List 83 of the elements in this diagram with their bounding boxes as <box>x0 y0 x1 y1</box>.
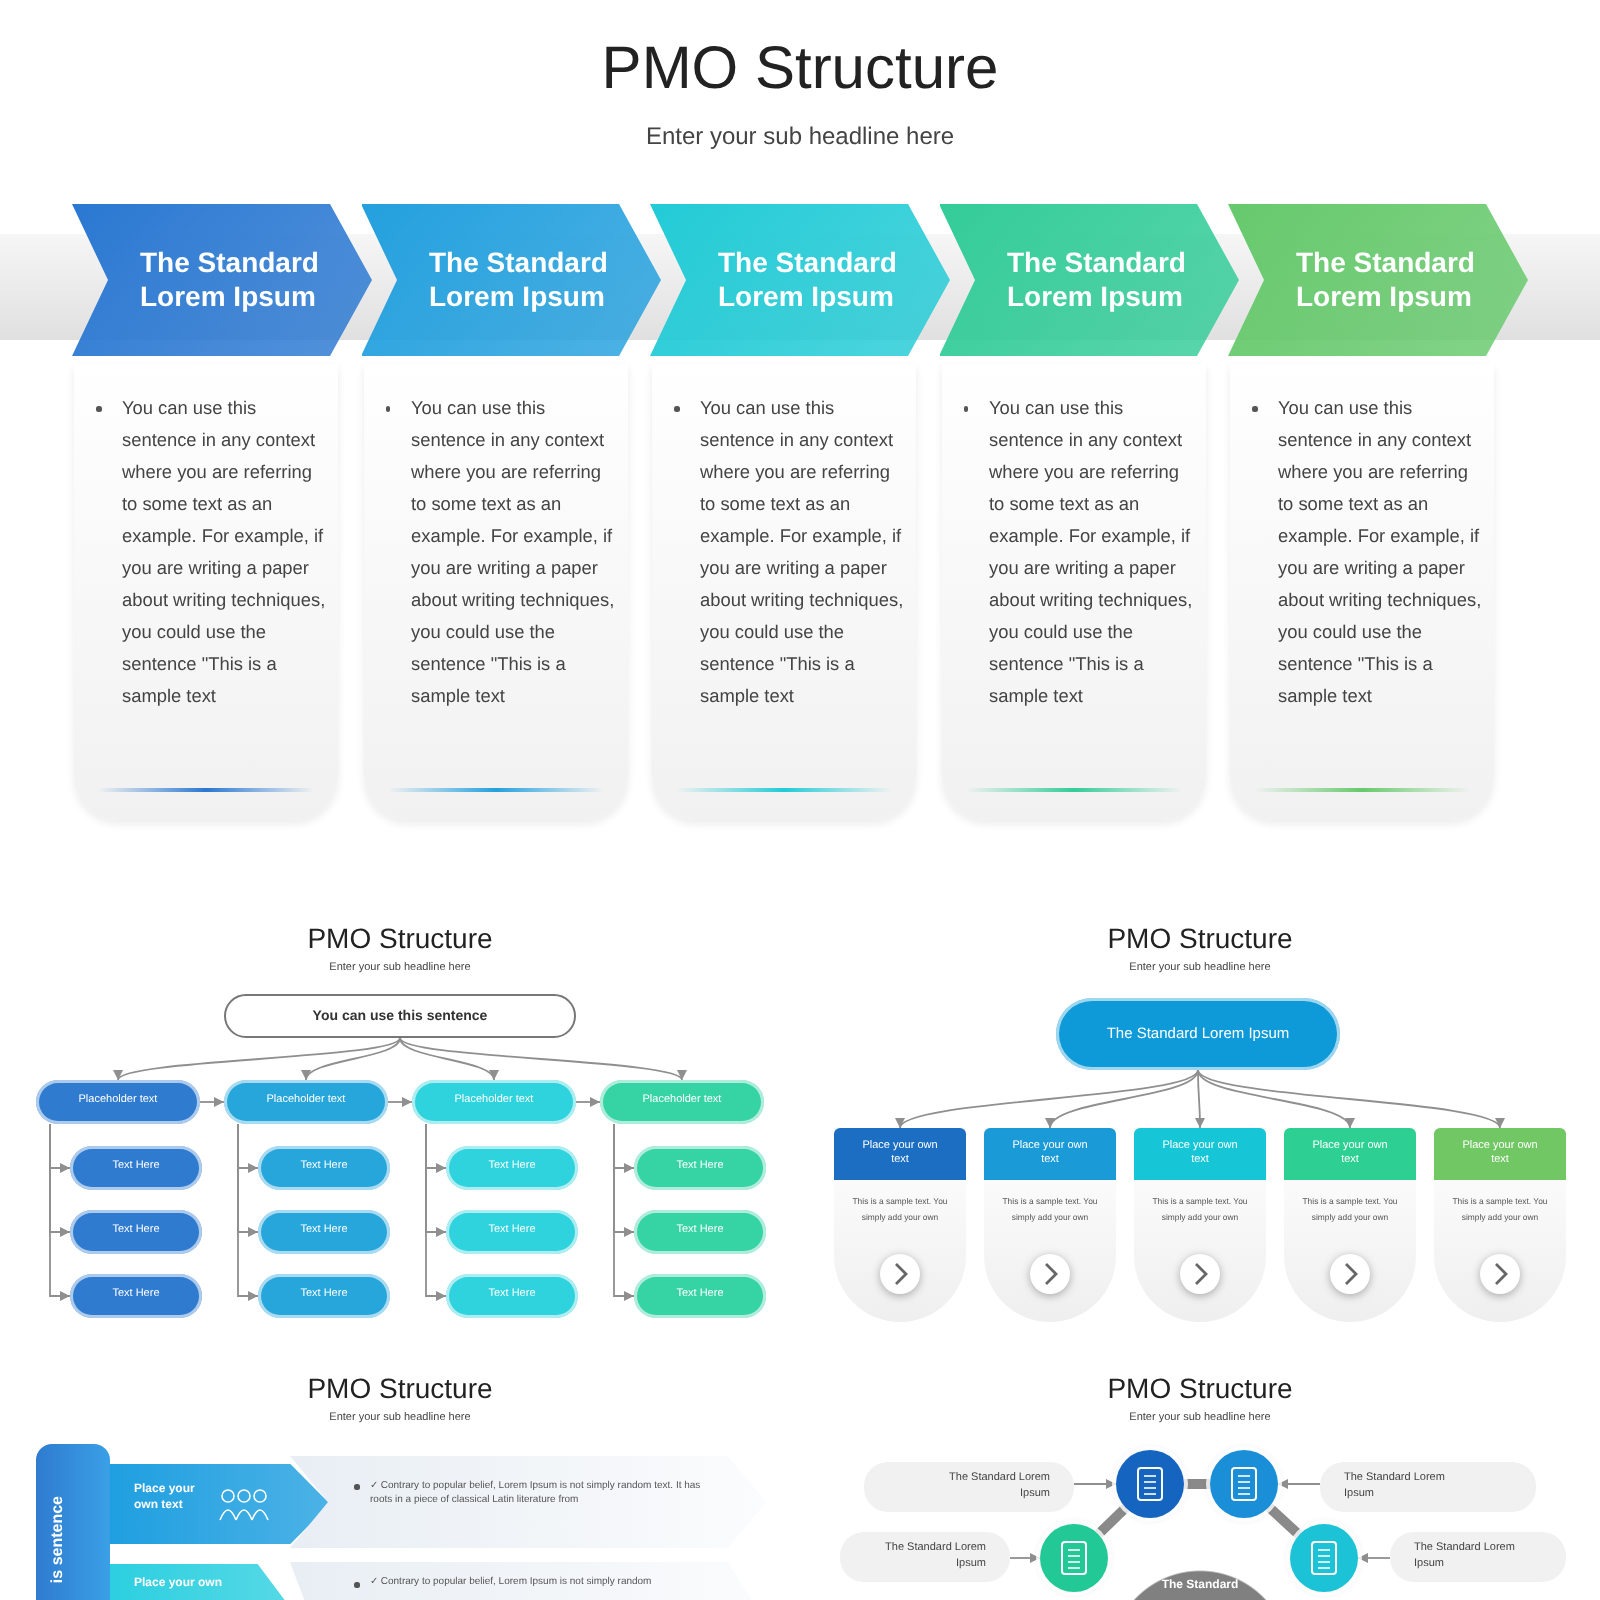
rounded-box <box>1056 998 1340 1070</box>
arrow <box>387 1097 413 1107</box>
arrow <box>1194 1069 1205 1129</box>
icon-circle <box>1290 1524 1358 1592</box>
rounded-box <box>634 1210 766 1254</box>
vertical-label: is sentence <box>48 1496 66 1584</box>
arrow <box>399 1037 683 1081</box>
text-card <box>941 364 1205 820</box>
icon-circle <box>1040 1524 1108 1592</box>
chevron-banner <box>72 204 372 356</box>
arrow <box>1357 1553 1391 1563</box>
connector-bar <box>1265 1503 1303 1539</box>
rounded-box <box>840 1532 1010 1582</box>
arrow <box>1049 1069 1199 1129</box>
arrow <box>304 1037 401 1081</box>
icon-circle <box>1210 1450 1278 1518</box>
arrow <box>899 1069 1199 1129</box>
arrow <box>1197 1069 1351 1129</box>
banner-title: The Standard Lorem Ipsum <box>429 246 610 314</box>
info-card <box>984 1128 1116 1322</box>
rounded-box <box>412 1080 576 1124</box>
rounded-box <box>258 1274 390 1318</box>
rounded-box <box>634 1274 766 1318</box>
bullet-text: You can use this sentence in any context where you are referring to some text as an example. For example, if you are writing a paper about writing techniques, you could use the sentence "This is a sample text <box>989 396 1193 710</box>
rounded-box <box>600 1080 764 1124</box>
rounded-box <box>70 1210 202 1254</box>
arrow <box>575 1097 601 1107</box>
arrow <box>199 1097 225 1107</box>
connector-bar <box>1184 1479 1210 1489</box>
text-card <box>363 364 627 820</box>
rounded-box <box>70 1146 202 1190</box>
text-card <box>1230 364 1494 820</box>
rounded-box <box>70 1274 202 1318</box>
subtitle: Enter your sub headline here <box>645 122 955 150</box>
chevron-banner <box>939 204 1239 356</box>
arrow <box>1277 1479 1321 1489</box>
slide-title: PMO Structure <box>1107 1372 1293 1404</box>
connector-bar <box>1094 1504 1130 1538</box>
chevron-banner <box>361 204 661 356</box>
rounded-box <box>258 1210 390 1254</box>
rounded-box <box>36 1080 200 1124</box>
rounded-box <box>258 1146 390 1190</box>
ribbon-banner <box>110 1464 330 1544</box>
slide-title: PMO Structure <box>307 922 493 954</box>
banner-title: The Standard Lorem Ipsum <box>140 246 321 314</box>
info-card <box>1284 1128 1416 1322</box>
icon-circle <box>1116 1450 1184 1518</box>
arrow <box>117 1037 401 1081</box>
text-card <box>74 364 338 820</box>
chevron-banner <box>1228 204 1528 356</box>
info-card <box>1134 1128 1266 1322</box>
banner-title: The Standard Lorem Ipsum <box>718 246 899 314</box>
banner-title: The Standard Lorem Ipsum <box>1007 246 1188 314</box>
arrow <box>399 1037 496 1081</box>
slide-title: PMO Structure <box>601 36 999 104</box>
info-card <box>834 1128 966 1322</box>
rounded-box <box>1390 1532 1566 1582</box>
side-band <box>36 1444 110 1600</box>
rounded-box <box>446 1146 578 1190</box>
arrow <box>613 1123 635 1301</box>
bullet-text: You can use this sentence in any context where you are referring to some text as an example. For example, if you are writing a paper about writing techniques, you could use the sentence "This is a sample text <box>122 396 326 710</box>
bullet-text: You can use this sentence in any context where you are referring to some text as an example. For example, if you are writing a paper about writing techniques, you could use the sentence "This is a sample text <box>1278 396 1482 710</box>
banner-title: The Standard Lorem Ipsum <box>1296 246 1477 314</box>
slide-title: PMO Structure <box>307 1372 493 1404</box>
arrow <box>237 1123 259 1301</box>
slide-title: PMO Structure <box>1107 922 1293 954</box>
arrow <box>49 1123 71 1301</box>
arrow <box>425 1123 447 1301</box>
rounded-box <box>1320 1462 1536 1512</box>
rounded-box <box>864 1462 1074 1512</box>
arrow <box>1073 1479 1117 1489</box>
info-card <box>1434 1128 1566 1322</box>
chevron-banner <box>650 204 950 356</box>
rounded-box <box>446 1274 578 1318</box>
arrow <box>1009 1553 1041 1563</box>
rounded-box <box>224 994 576 1038</box>
bullet-text: You can use this sentence in any context where you are referring to some text as an example. For example, if you are writing a paper about writing techniques, you could use the sentence "This is a sample text <box>411 396 615 710</box>
rounded-box <box>446 1210 578 1254</box>
rounded-box <box>634 1146 766 1190</box>
rounded-box <box>224 1080 388 1124</box>
arrow <box>1197 1069 1501 1129</box>
text-card <box>652 364 916 820</box>
bullet-text: You can use this sentence in any context where you are referring to some text as an example. For example, if you are writing a paper about writing techniques, you could use the sentence "This is a sample text <box>700 396 904 710</box>
